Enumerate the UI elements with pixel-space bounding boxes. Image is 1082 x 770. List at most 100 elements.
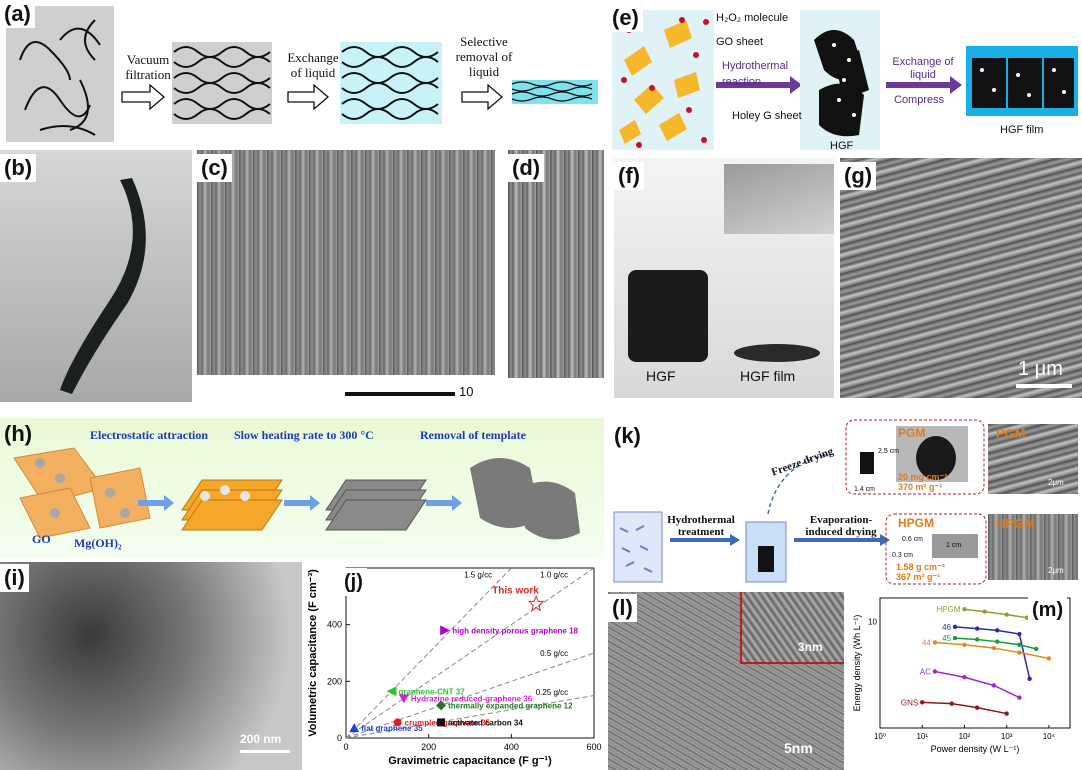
pgm-density: 20 mg cm⁻³ bbox=[898, 472, 948, 482]
hgf-film-text: HGF film bbox=[740, 368, 796, 384]
pgm-sem-title: PGM bbox=[996, 426, 1026, 441]
panel-g: (g) 1 μm bbox=[840, 158, 1082, 398]
x-tick-label: 600 bbox=[586, 742, 601, 752]
pgm-sem bbox=[988, 424, 1078, 494]
series-marker bbox=[932, 640, 938, 645]
density-line bbox=[345, 567, 512, 739]
inset-l bbox=[740, 592, 844, 664]
graphene-film-photo bbox=[60, 178, 146, 394]
hydrothermal-treatment-label: Hydrothermal treatment bbox=[667, 514, 735, 538]
label-h: (h) bbox=[4, 421, 33, 446]
series-marker bbox=[1017, 642, 1022, 647]
density-line-label: 1.5 g/cc bbox=[464, 571, 492, 580]
hpgm-density: 1.58 g cm⁻³ bbox=[896, 562, 945, 572]
label-b: (b) bbox=[0, 154, 37, 182]
series-marker bbox=[1004, 612, 1009, 617]
data-point-label: Hydrazine reduced-graphene 36 bbox=[411, 694, 533, 703]
mgoh2-label: Mg(OH)₂ bbox=[74, 536, 122, 550]
label-m: (m) bbox=[1028, 596, 1068, 624]
data-point-label: crumpled graphene 35 bbox=[405, 718, 491, 727]
hgf-text: HGF bbox=[646, 368, 676, 384]
density-line bbox=[345, 567, 595, 739]
series-marker bbox=[982, 609, 987, 614]
data-point bbox=[386, 686, 397, 697]
label-c: (c) bbox=[197, 154, 232, 182]
x-tick-label: 200 bbox=[421, 742, 436, 752]
plot-frame bbox=[879, 597, 1071, 729]
label-a: (a) bbox=[0, 0, 35, 28]
series-marker bbox=[962, 642, 967, 647]
x-axis-label: Power density (W L⁻¹) bbox=[931, 744, 1020, 754]
series-marker bbox=[974, 626, 980, 631]
step-selective-removal: Selective removal of liquid bbox=[455, 34, 513, 79]
go-label: GO bbox=[32, 532, 51, 546]
series-label: 44 bbox=[922, 638, 931, 647]
series-marker bbox=[962, 675, 967, 680]
step-exchange-liquid: Exchange of liquid bbox=[287, 50, 339, 80]
main-scale: 5nm bbox=[784, 740, 813, 756]
x-tick-label: 0 bbox=[343, 742, 348, 752]
x-tick-label: 10⁴ bbox=[1043, 732, 1056, 741]
hgf-label: HGF bbox=[830, 140, 854, 152]
scale-label-10um: 10 μm bbox=[459, 384, 477, 402]
x-tick-label: 10³ bbox=[1001, 732, 1013, 741]
series-marker bbox=[1024, 615, 1030, 620]
series-marker bbox=[920, 700, 925, 705]
sem-image-g bbox=[840, 158, 1082, 398]
pgm-title: PGM bbox=[898, 426, 926, 440]
go-sheet-label: GO sheet bbox=[716, 36, 764, 48]
series-marker bbox=[1017, 631, 1022, 637]
density-line-label: 0.5 g/cc bbox=[540, 649, 568, 658]
series-label: 46 bbox=[942, 623, 951, 632]
hpgm-dim-width: 0.3 cm bbox=[892, 552, 914, 559]
inset-scale: 3nm bbox=[798, 640, 823, 654]
panel-b: (b) bbox=[0, 150, 192, 402]
panel-l: (l) 3nm 5nm bbox=[608, 592, 844, 770]
sem-image-d bbox=[508, 150, 604, 378]
removal-template-label: Removal of template bbox=[420, 428, 526, 442]
evaporation-drying-label: Evaporation-induced drying bbox=[805, 514, 877, 538]
panel-h-diagram bbox=[13, 447, 580, 540]
electrostatic-attraction-label: Electrostatic attraction bbox=[90, 428, 209, 442]
hpgm-dim-height: 0.6 cm bbox=[902, 536, 924, 543]
panel-d: (d) bbox=[508, 150, 604, 378]
series-marker bbox=[952, 624, 958, 630]
series-marker bbox=[932, 669, 938, 674]
x-tick-label: 10⁰ bbox=[874, 732, 886, 741]
pgm-sem-scale: 2μm bbox=[1048, 478, 1064, 487]
data-point bbox=[393, 718, 402, 727]
hpgm-dim-scale: 1 cm bbox=[946, 542, 962, 549]
y-axis-label: Energy density (Wh L⁻¹) bbox=[852, 615, 862, 712]
y-tick-label: 400 bbox=[327, 620, 342, 630]
panel-h: (h) Electrostatic attraction Slow heatin… bbox=[0, 418, 604, 558]
series-label: 45 bbox=[942, 634, 951, 643]
density-line bbox=[345, 695, 595, 739]
data-point-label: This work bbox=[492, 585, 539, 596]
hgf-film-disc bbox=[734, 344, 820, 362]
scale-bar-g bbox=[1016, 384, 1072, 388]
data-point bbox=[436, 700, 447, 711]
sem-image-c bbox=[197, 150, 495, 375]
tweezers-photo bbox=[724, 164, 834, 234]
label-k: (k) bbox=[610, 422, 645, 450]
data-point bbox=[437, 718, 446, 727]
series-line bbox=[922, 701, 1007, 715]
step-vacuum-filtration: Vacuum filtration bbox=[125, 52, 171, 82]
series-marker bbox=[1027, 676, 1032, 681]
y-tick-label: 10 bbox=[868, 618, 877, 627]
hpgm-surface-area: 367 m² g⁻¹ bbox=[896, 572, 941, 582]
pgm-dim-width: 1.4 cm bbox=[854, 486, 876, 493]
plot-frame bbox=[345, 567, 595, 739]
series-label: AC bbox=[920, 667, 931, 676]
series-marker bbox=[991, 683, 997, 688]
h2o2-molecule-label: H₂O₂ molecule bbox=[716, 12, 789, 24]
hpgm-sem-title: HPGM bbox=[996, 516, 1035, 531]
data-point-label: thermally expanded graphene 12 bbox=[448, 701, 573, 710]
exchange-liquid-label: Exchange of liquid bbox=[892, 56, 954, 81]
density-line-label: 0.25 g/cc bbox=[536, 688, 568, 697]
panel-f: (f) HGF HGF film bbox=[614, 158, 834, 398]
